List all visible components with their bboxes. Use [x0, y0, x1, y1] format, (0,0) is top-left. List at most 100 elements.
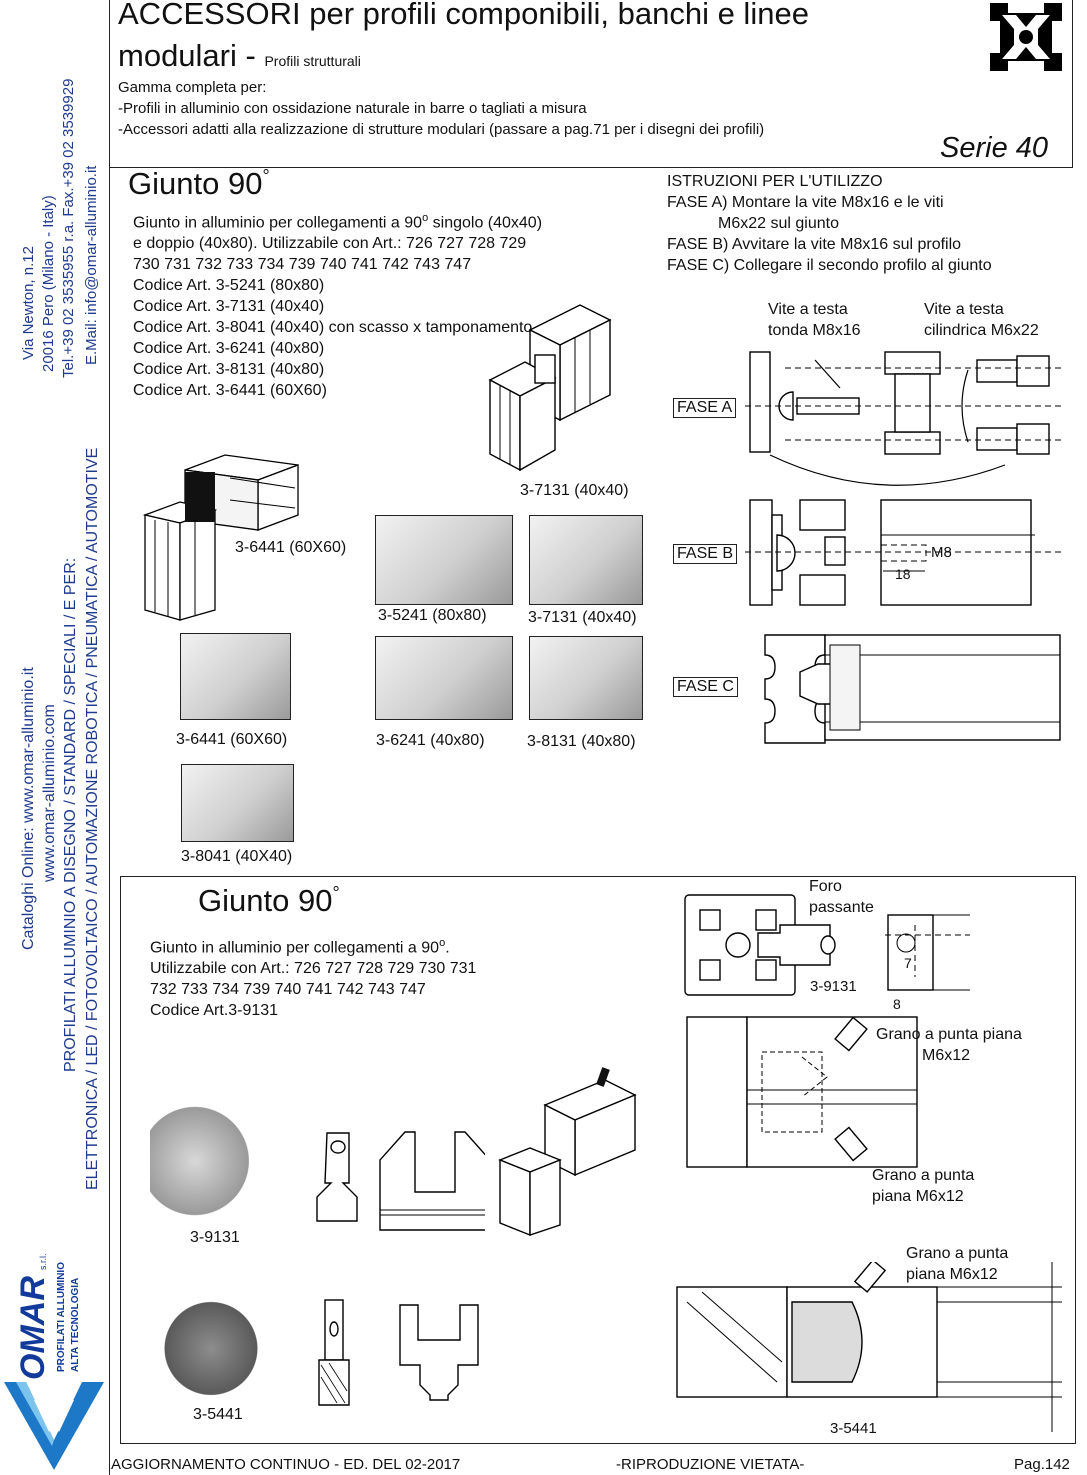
photo-8131: [529, 636, 643, 720]
section1-description: Giunto in alluminio per collegamenti a 9…: [133, 208, 542, 401]
logo-brand: OMAR: [14, 1276, 52, 1380]
instruction-line: FASE C) Collegare il secondo profilo al …: [667, 257, 992, 274]
fase-a-label: FASE A: [673, 398, 737, 418]
dim-m8: M8: [931, 544, 952, 561]
caption-9131: 3-9131: [190, 1229, 240, 1246]
section1-title: Giunto 90°: [128, 166, 270, 202]
caption-6441: 3-6441 (60X60): [176, 731, 288, 748]
header-bullet-2: -Accessori adatti alla realizzazione di …: [118, 121, 765, 138]
profile-section-icon: [990, 3, 1062, 71]
caption-7131: 3-7131 (40x40): [528, 609, 637, 626]
code-line: Codice Art. 3-7131 (40x40): [133, 298, 325, 316]
address-line-3: Tel.+39 02 3535955 r.a. Fax.+39 02 35399…: [60, 78, 77, 378]
section1-degree: °: [262, 166, 270, 186]
header-bullet-1: -Profili in alluminio con ossidazione na…: [118, 100, 587, 117]
left-border: [109, 0, 110, 1475]
logo-tagline-1: PROFILATI ALLUMINIO: [56, 1262, 67, 1372]
page-title-line-2-text: modulari -: [118, 38, 265, 73]
fase-b-drawing: [745, 499, 1065, 606]
section-9131-drawing: [684, 894, 970, 996]
series-label: Serie 40: [940, 132, 1049, 164]
assembly-9131-drawing: [498, 1067, 637, 1237]
code-line: Codice Art. 3-6241 (40x80): [133, 340, 325, 358]
fase-a-drawing: [745, 351, 1065, 486]
address-line-2: 20016 Pero (Milano - Italy): [40, 195, 57, 372]
section1-desc-line-1: Giunto in alluminio per collegamenti a 9…: [133, 212, 543, 232]
section-giunto-90-b: [120, 876, 1076, 1444]
section2-title: Giunto 90°: [198, 883, 340, 919]
assembly-7131-drawing: [488, 304, 612, 472]
address-line-1: Via Newton, n.12: [20, 246, 37, 360]
footer-left: AGGIORNAMENTO CONTINUO - ED. DEL 02-2017: [111, 1456, 461, 1473]
code-line: Codice Art. 3-6441 (60X60): [133, 382, 327, 400]
page-title-line-1: ACCESSORI per profili componibili, banch…: [118, 0, 809, 31]
assembly-6441-drawing: [142, 454, 299, 621]
section1-desc-line-2: e doppio (40x80). Utilizzabile con Art.:…: [133, 235, 527, 253]
caption-5241: 3-5241 (80x80): [378, 607, 487, 624]
web-line-2: www.omar-alluminio.com: [41, 704, 58, 882]
web-line-1: Cataloghi Online: www.omar-alluminio.it: [20, 667, 37, 950]
logo-tagline-2: ALTA TECNOLOGIA: [70, 1277, 81, 1372]
code-line: Codice Art. 3-8131 (40x80): [133, 361, 325, 379]
instruction-line: FASE B) Avvitare la vite M8x16 sul profi…: [667, 236, 962, 253]
instructions-title: ISTRUZIONI PER L'UTILIZZO: [667, 173, 883, 190]
label-5441: 3-5441: [830, 1420, 877, 1437]
code-line: Codice Art. 3-8041 (40x40) con scasso x …: [133, 319, 533, 337]
instructions: ISTRUZIONI PER L'UTILIZZO FASE A) Montar…: [667, 171, 992, 276]
joint-5441-views: [318, 1299, 479, 1406]
caption-8131: 3-8131 (40x80): [527, 733, 636, 750]
page-title-line-2: modulari - Profili strutturali: [118, 38, 361, 74]
section2-title-text: Giunto 90: [198, 883, 333, 918]
photo-5441: [145, 1297, 277, 1400]
address-line-4: E.Mail: info@omar-alluminio.it: [83, 165, 100, 365]
joint-9131-views: [316, 1131, 485, 1231]
logo-suffix: s.r.l.: [38, 1253, 48, 1270]
section1-title-text: Giunto 90: [128, 166, 263, 201]
section2-description: Giunto in alluminio per collegamenti a 9…: [150, 933, 476, 1021]
omar-v-mark-icon: [4, 1382, 104, 1470]
label-9131: 3-9131: [810, 978, 857, 995]
section1-desc-line-3: 730 731 732 733 734 739 740 741 742 743 …: [133, 256, 472, 274]
photo-6441: [180, 633, 291, 720]
section-5441-drawing: [676, 1262, 1062, 1432]
caption-7131-assembly: 3-7131 (40x40): [520, 482, 629, 499]
header-intro: Gamma completa per:: [118, 79, 267, 96]
caption-5441: 3-5441: [193, 1406, 243, 1423]
photo-8041: [181, 764, 294, 842]
footer-center: -RIPRODUZIONE VIETATA-: [616, 1456, 805, 1473]
section2-code: Codice Art.3-9131: [150, 1002, 279, 1020]
sector-line-2: ELETTRONICA / LED / FOTOVOLTAICO / AUTOM…: [84, 447, 101, 1190]
caption-8041: 3-8041 (40X40): [181, 848, 293, 865]
dim-7: 7: [904, 955, 912, 971]
instruction-line: FASE A) Montare la vite M8x16 e le viti: [667, 194, 944, 211]
fase-c-label: FASE C: [673, 677, 738, 697]
right-border: [1072, 0, 1073, 168]
photo-6241: [375, 636, 513, 720]
section2-degree: °: [332, 883, 340, 903]
photo-9131: [150, 1102, 262, 1220]
section2-desc-line-3: 732 733 734 739 740 741 742 743 747: [150, 981, 426, 999]
header-bottom-line: [109, 167, 1073, 168]
fase-b-label: FASE B: [673, 544, 738, 564]
caption-6441-assembly: 3-6441 (60X60): [235, 539, 347, 556]
photo-7131: [529, 515, 643, 605]
instruction-line: M6x22 sul giunto: [718, 215, 839, 232]
caption-6241: 3-6241 (40x80): [376, 732, 485, 749]
fase-c-drawing: [764, 634, 1061, 744]
section2-desc-line-1: Giunto in alluminio per collegamenti a 9…: [150, 937, 450, 957]
section2-desc-line-2: Utilizzabile con Art.: 726 727 728 729 7…: [150, 960, 477, 978]
code-line: Codice Art. 3-5241 (80x80): [133, 277, 325, 295]
omar-logo: OMAR s.r.l. PROFILATI ALLUMINIO ALTA TEC…: [0, 1240, 108, 1470]
profile-9131-side-drawing: [686, 1016, 918, 1168]
dim-18: 18: [895, 566, 911, 582]
photo-5241: [375, 515, 513, 605]
footer-right: Pag.142: [1014, 1456, 1070, 1473]
page-title-small: Profili strutturali: [264, 53, 361, 69]
dim-8: 8: [893, 996, 901, 1012]
